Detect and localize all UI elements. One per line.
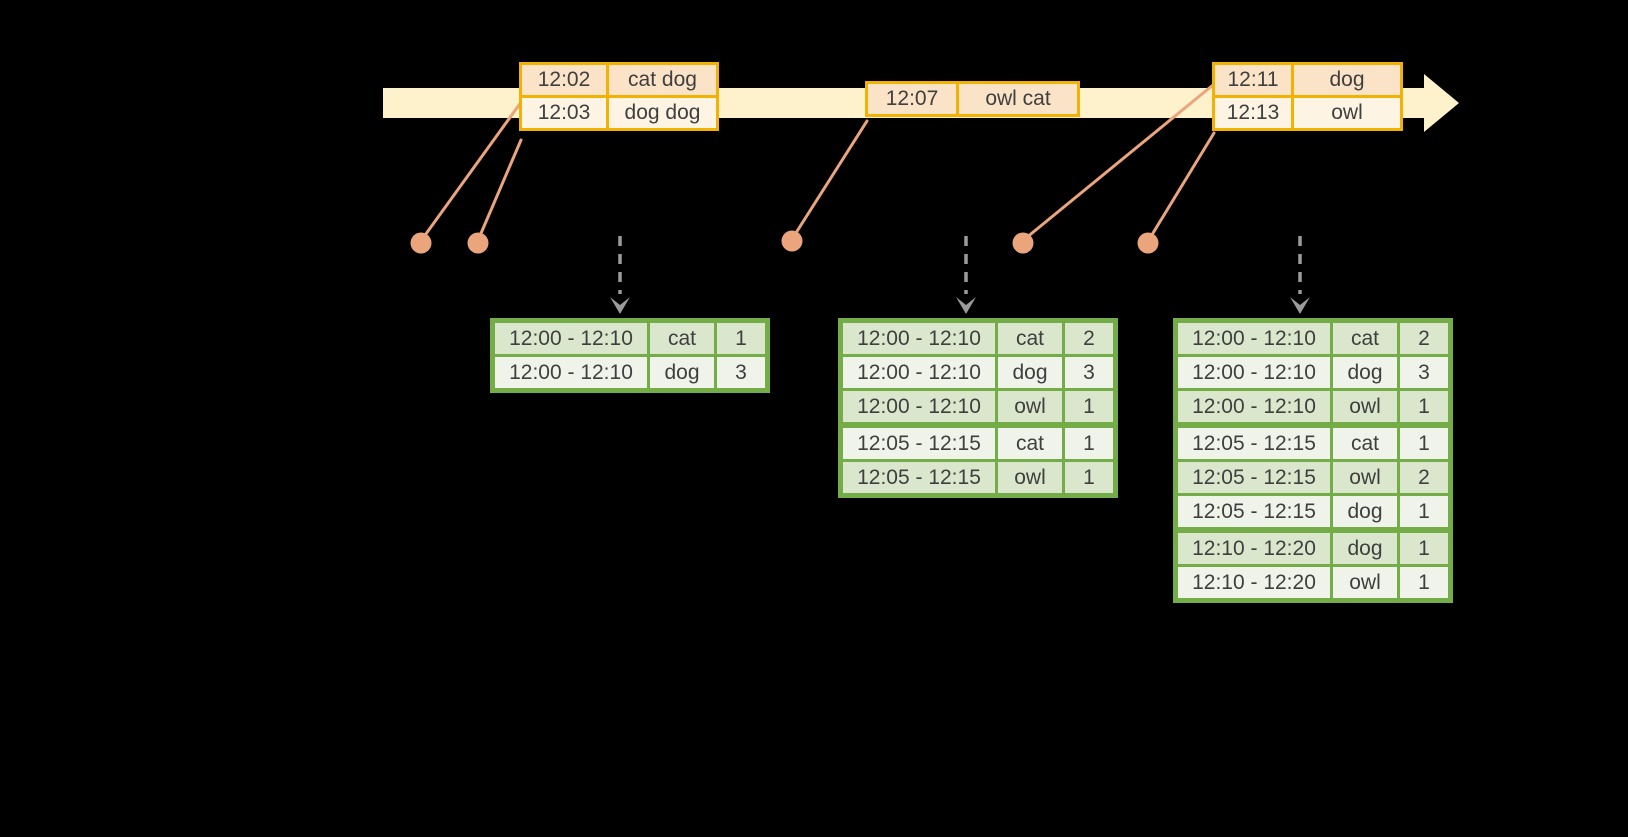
connector-line [477, 138, 523, 240]
connector-line [1148, 131, 1216, 240]
count-cell: 1 [1397, 388, 1452, 427]
word-cell: owl [1330, 388, 1400, 427]
time-cell: 12:11 [1212, 62, 1294, 98]
event-time-dot [1137, 232, 1159, 254]
event-time-dot [467, 232, 489, 254]
count-cell: 1 [1397, 564, 1452, 602]
window-cell: 12:00 - 12:10 [839, 388, 998, 427]
event-time-dots [410, 230, 1159, 254]
count-cell: 3 [1062, 354, 1117, 391]
count-cell: 2 [1062, 319, 1117, 357]
count-cell: 3 [714, 354, 769, 392]
word-cell: owl [995, 459, 1065, 497]
event-time-dot [781, 230, 803, 252]
connector-line [1024, 83, 1215, 240]
connector-lines [421, 83, 1216, 240]
count-cell: 1 [714, 319, 769, 357]
time-cell: 12:13 [1212, 95, 1294, 131]
count-cell: 2 [1397, 459, 1452, 496]
word-cell: owl [1330, 459, 1400, 496]
event-time-dot [1012, 232, 1034, 254]
count-cell: 3 [1397, 354, 1452, 391]
words-cell: dog dog [606, 95, 719, 131]
trigger-arrow-icon [1290, 236, 1310, 314]
count-cell: 1 [1397, 527, 1452, 567]
window-cell: 12:10 - 12:20 [1174, 564, 1333, 602]
word-cell: dog [647, 354, 717, 392]
count-cell: 1 [1062, 388, 1117, 427]
word-cell: cat [1330, 422, 1400, 462]
connector-line [421, 96, 526, 240]
trigger-arrow-icon [956, 236, 976, 314]
word-cell: dog [995, 354, 1065, 391]
window-cell: 12:00 - 12:10 [1174, 388, 1333, 427]
window-cell: 12:00 - 12:10 [491, 354, 650, 392]
count-cell: 1 [1062, 422, 1117, 462]
word-cell: owl [995, 388, 1065, 427]
window-cell: 12:00 - 12:10 [491, 319, 650, 357]
time-cell: 12:07 [865, 81, 959, 117]
words-cell: owl [1291, 95, 1403, 131]
word-cell: cat [1330, 319, 1400, 357]
word-cell: dog [1330, 493, 1400, 532]
connector-line [792, 119, 869, 238]
word-cell: owl [1330, 564, 1400, 602]
window-cell: 12:10 - 12:20 [1174, 527, 1333, 567]
event-time-dot [410, 232, 432, 254]
time-cell: 12:03 [519, 95, 609, 131]
words-cell: owl cat [956, 81, 1080, 117]
window-cell: 12:00 - 12:10 [1174, 354, 1333, 391]
timeline-arrowhead-icon [1424, 74, 1459, 132]
window-cell: 12:00 - 12:10 [839, 354, 998, 391]
word-cell: cat [995, 319, 1065, 357]
count-cell: 1 [1397, 422, 1452, 462]
count-cell: 1 [1062, 459, 1117, 497]
words-cell: cat dog [606, 62, 719, 98]
window-cell: 12:05 - 12:15 [1174, 493, 1333, 532]
window-cell: 12:05 - 12:15 [839, 459, 998, 497]
window-cell: 12:05 - 12:15 [839, 422, 998, 462]
trigger-arrow-icon [610, 236, 630, 314]
window-cell: 12:05 - 12:15 [1174, 459, 1333, 496]
word-cell: dog [1330, 354, 1400, 391]
window-cell: 12:00 - 12:10 [839, 319, 998, 357]
count-cell: 1 [1397, 493, 1452, 532]
count-cell: 2 [1397, 319, 1452, 357]
time-cell: 12:02 [519, 62, 609, 98]
window-cell: 12:05 - 12:15 [1174, 422, 1333, 462]
words-cell: dog [1291, 62, 1403, 98]
word-cell: cat [647, 319, 717, 357]
word-cell: cat [995, 422, 1065, 462]
window-cell: 12:00 - 12:10 [1174, 319, 1333, 357]
word-cell: dog [1330, 527, 1400, 567]
